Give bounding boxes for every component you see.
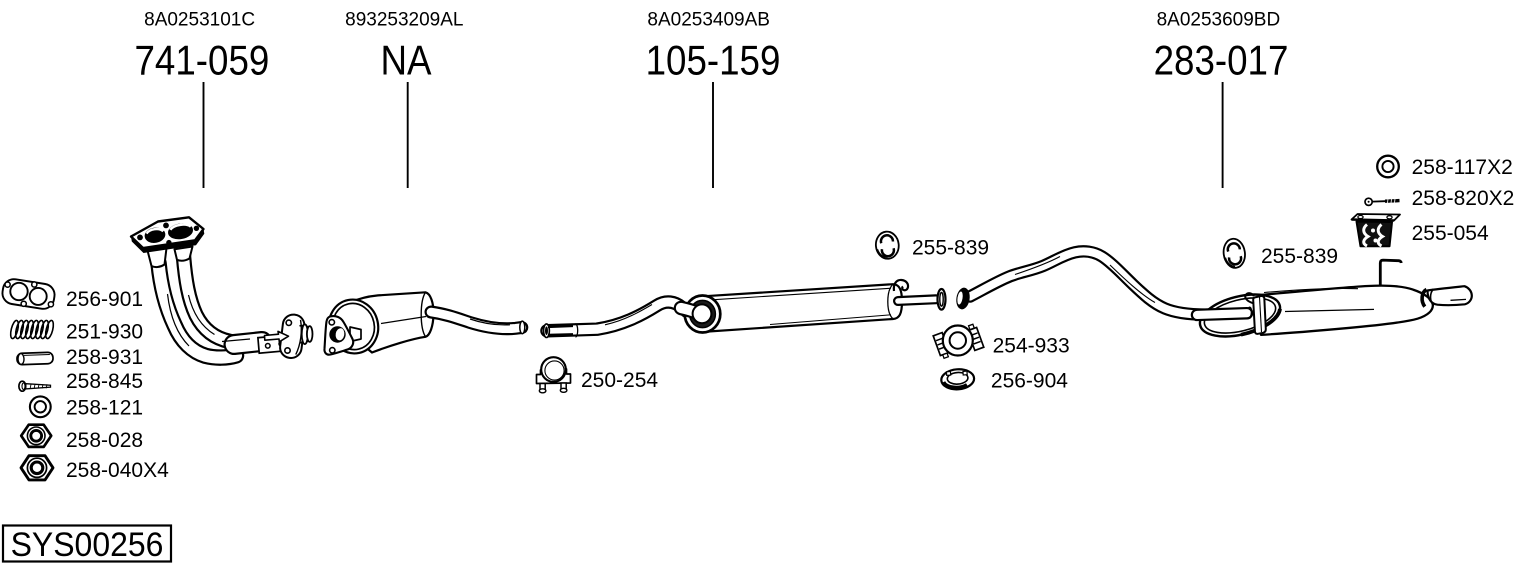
svg-text:254-933: 254-933 [993,335,1070,358]
svg-text:255-054: 255-054 [1412,222,1489,245]
svg-text:256-901: 256-901 [66,288,143,311]
svg-text:8A0253609BD: 8A0253609BD [1157,9,1281,30]
svg-text:258-845: 258-845 [66,370,143,393]
svg-text:893253209AL: 893253209AL [345,9,463,30]
svg-text:258-121: 258-121 [66,397,143,420]
svg-text:258-028: 258-028 [66,429,143,452]
svg-text:283-017: 283-017 [1154,37,1289,84]
svg-text:SYS00256: SYS00256 [11,525,164,563]
svg-text:258-931: 258-931 [66,346,143,369]
svg-text:258-040X4: 258-040X4 [66,459,169,482]
svg-text:258-117X2: 258-117X2 [1412,156,1513,179]
svg-text:256-904: 256-904 [991,370,1068,393]
svg-text:8A0253409AB: 8A0253409AB [647,9,770,30]
svg-text:255-839: 255-839 [912,236,989,259]
svg-text:741-059: 741-059 [134,37,269,84]
svg-text:250-254: 250-254 [581,369,658,392]
svg-text:8A0253101C: 8A0253101C [144,9,255,30]
svg-text:105-159: 105-159 [646,37,781,84]
svg-text:NA: NA [380,37,432,84]
svg-text:251-930: 251-930 [66,321,143,344]
svg-text:255-839: 255-839 [1261,245,1338,268]
svg-text:258-820X2: 258-820X2 [1412,187,1515,210]
